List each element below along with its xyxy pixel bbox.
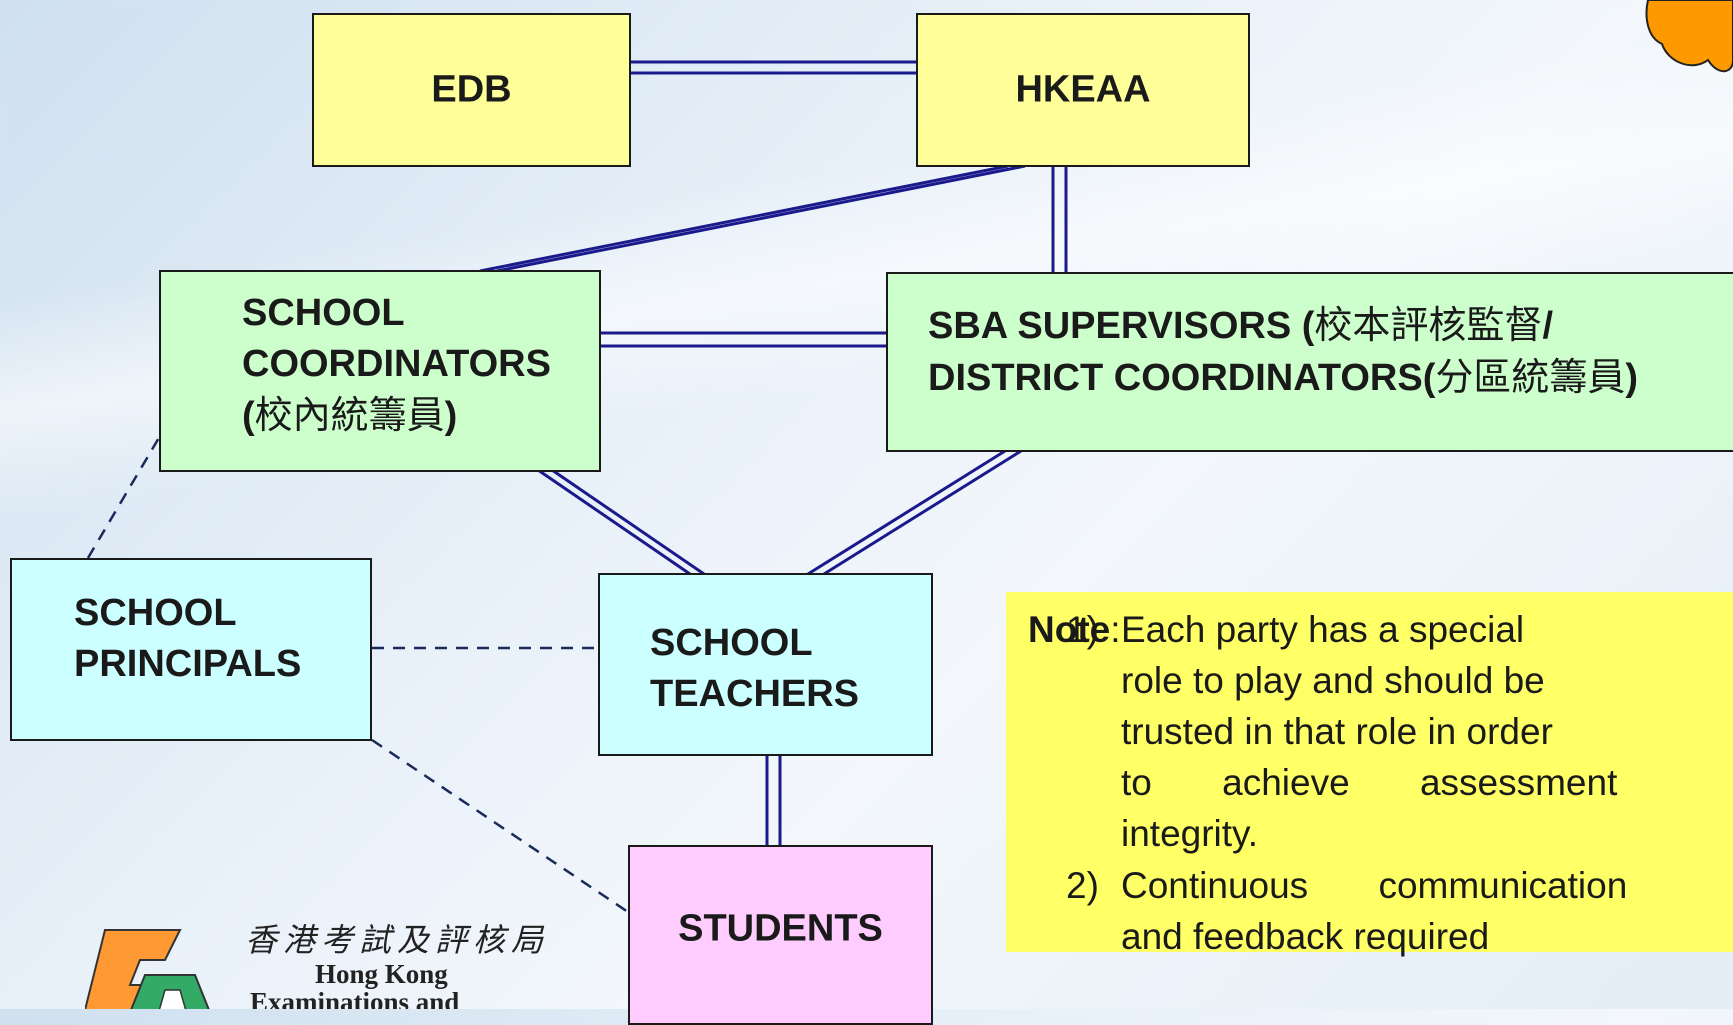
note-box: Note: 1) Each party has a special role t… (1006, 592, 1733, 957)
school-coordinators-line1: SCHOOL (242, 292, 405, 334)
school-teachers-line2: TEACHERS (650, 673, 860, 715)
node-edb: EDB (312, 13, 631, 167)
school-principals-line2: PRINCIPALS (74, 643, 302, 685)
cloud-shape (1645, 0, 1733, 73)
node-edb-label: EDB (431, 68, 512, 111)
note-item-1-line-3: trusted in that role in order (1121, 711, 1553, 752)
school-coordinators-line2: COORDINATORS (242, 343, 551, 385)
logo-chinese-text: 香港考試及評核局 (245, 921, 550, 959)
school-principals-line1: SCHOOL (74, 592, 237, 634)
node-school-principals: SCHOOL PRINCIPALS (10, 558, 372, 741)
note-item-1-number: 1) (1066, 609, 1099, 650)
hkeaa-logo: 香港考試及評核局 Hong Kong Examinations and (85, 915, 605, 1009)
note-item-2-number: 2) (1066, 865, 1099, 906)
logo-english-line2: Examinations and (250, 987, 460, 1009)
logo-english-line1: Hong Kong (315, 959, 448, 989)
note-item-1-line-5: integrity. (1121, 813, 1259, 854)
sba-supervisors-line2: DISTRICT COORDINATORS(分區統籌員) (928, 355, 1639, 399)
node-sba-supervisors: SBA SUPERVISORS (校本評核監督/ DISTRICT COORDI… (886, 272, 1733, 452)
note-item-1-line-4: to achieve assessment (1121, 762, 1618, 803)
node-hkeaa: HKEAA (916, 13, 1250, 167)
note-item-1-line-2: role to play and should be (1121, 660, 1545, 701)
sba-supervisors-line1: SBA SUPERVISORS (校本評核監督/ (928, 303, 1553, 347)
node-students-label: STUDENTS (678, 907, 883, 950)
node-school-coordinators: SCHOOL COORDINATORS (校內統籌員) (159, 270, 601, 472)
note-item-1-line-1: Each party has a special (1121, 609, 1525, 650)
node-school-teachers: SCHOOL TEACHERS (598, 573, 933, 756)
hkeaa-logo-icon (85, 929, 210, 1009)
school-coordinators-line3: (校內統籌員) (242, 393, 458, 437)
school-teachers-line1: SCHOOL (650, 622, 813, 664)
note-item-2-line-2: and feedback required (1121, 916, 1490, 957)
node-students: STUDENTS (628, 845, 933, 1025)
node-hkeaa-label: HKEAA (1015, 68, 1151, 111)
note-label: Note: (1028, 609, 1121, 650)
note-item-2-line-1: Continuous communication (1121, 865, 1628, 906)
